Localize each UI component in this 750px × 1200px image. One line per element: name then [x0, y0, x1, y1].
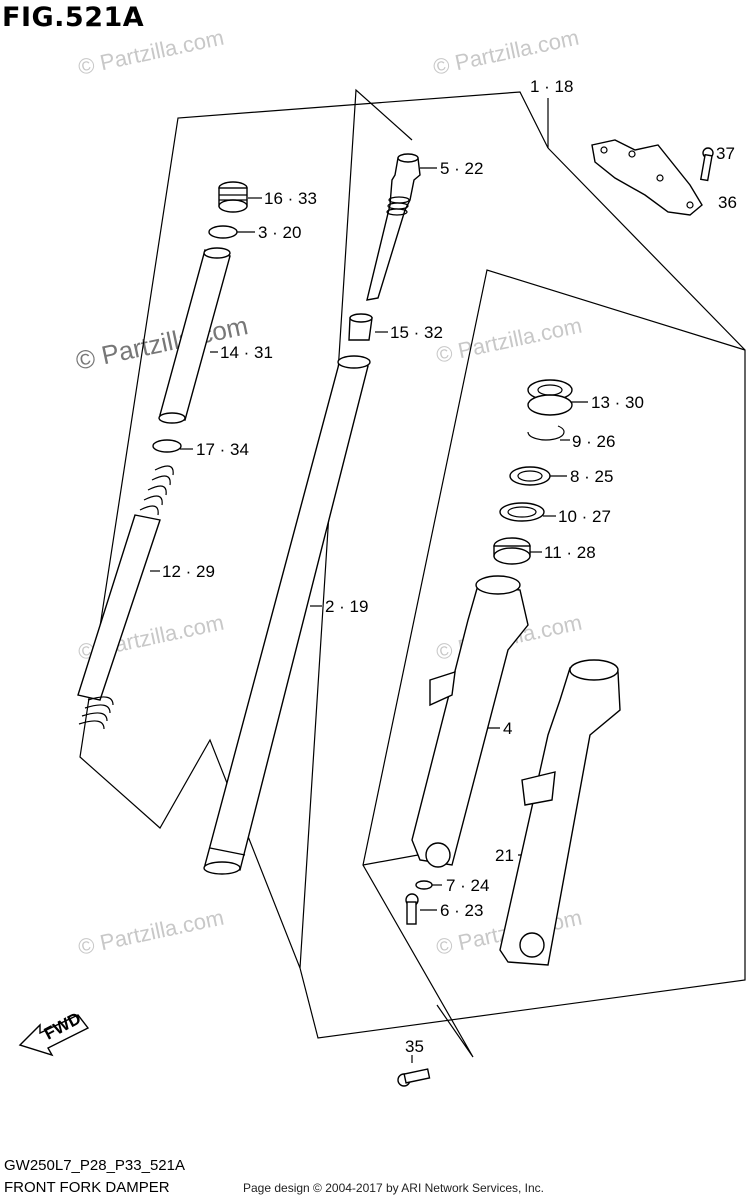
spacer-tube — [158, 247, 231, 424]
screw-35 — [397, 1068, 431, 1087]
fwd-arrow: FWD — [18, 1009, 90, 1057]
figure-title: FIG.521A — [2, 2, 145, 33]
o-ring — [208, 225, 238, 239]
callout-3-20: 3 · 20 — [258, 223, 301, 242]
callout-5-22: 5 · 22 — [440, 159, 483, 178]
callout-17-34: 17 · 34 — [196, 440, 249, 459]
washer — [152, 439, 182, 453]
callout-4: 4 — [503, 719, 512, 738]
callout-11-28: 11 · 28 — [544, 543, 596, 562]
bracket-plate — [591, 139, 703, 216]
oil-seal — [527, 379, 573, 416]
leader-line — [362, 854, 419, 866]
callout-21: 21 — [495, 846, 514, 865]
bushing — [509, 466, 551, 486]
damper-bracket — [299, 88, 413, 969]
fork-cap — [218, 181, 248, 213]
callout-6-23: 6 · 23 — [440, 901, 483, 920]
assembly-outline — [79, 91, 746, 1039]
watermark: © Partzilla.com — [76, 905, 226, 960]
guide-bushing — [493, 537, 531, 565]
watermark: © Partzilla.com — [76, 25, 226, 80]
callout-9-26: 9 · 26 — [572, 432, 615, 451]
callout-12-29: 12 · 29 — [162, 562, 215, 581]
watermark: © Partzilla.com — [431, 25, 581, 80]
callout-37: 37 — [716, 144, 735, 163]
fork-spring — [77, 465, 174, 730]
callout-16-33: 16 · 33 — [264, 189, 317, 208]
model-code: GW250L7_P28_P33_521A — [4, 1157, 185, 1174]
drain-washer — [415, 880, 433, 890]
callout-10-27: 10 · 27 — [558, 507, 611, 526]
damper-bolt — [405, 893, 419, 925]
inner-tube — [203, 355, 371, 875]
callout-36: 36 — [718, 193, 737, 212]
figure-name: FRONT FORK DAMPER — [4, 1179, 170, 1196]
callout-1-18: 1 · 18 — [530, 77, 573, 96]
callout-labels: 1 · 18 5 · 22 37 16 · 33 36 3 · 20 15 · … — [162, 77, 737, 1056]
callout-35: 35 — [405, 1037, 424, 1056]
outer-tube-right — [499, 659, 621, 966]
seal-washer — [499, 502, 545, 522]
callout-14-31: 14 · 31 — [220, 343, 273, 362]
callout-8-25: 8 · 25 — [570, 467, 613, 486]
callout-7-24: 7 · 24 — [446, 876, 489, 895]
collar — [348, 313, 373, 341]
copyright-notice: Page design © 2004-2017 by ARI Network S… — [243, 1181, 545, 1195]
damper-rod — [366, 153, 421, 301]
bolt-37 — [699, 147, 714, 182]
callout-15-32: 15 · 32 — [390, 323, 443, 342]
leader-lines — [150, 98, 588, 1063]
callout-2-19: 2 · 19 — [325, 597, 368, 616]
stopper-ring — [527, 425, 565, 441]
watermark: © Partzilla.com — [434, 313, 584, 368]
callout-13-30: 13 · 30 — [591, 393, 644, 412]
outer-tube-left — [411, 575, 529, 868]
